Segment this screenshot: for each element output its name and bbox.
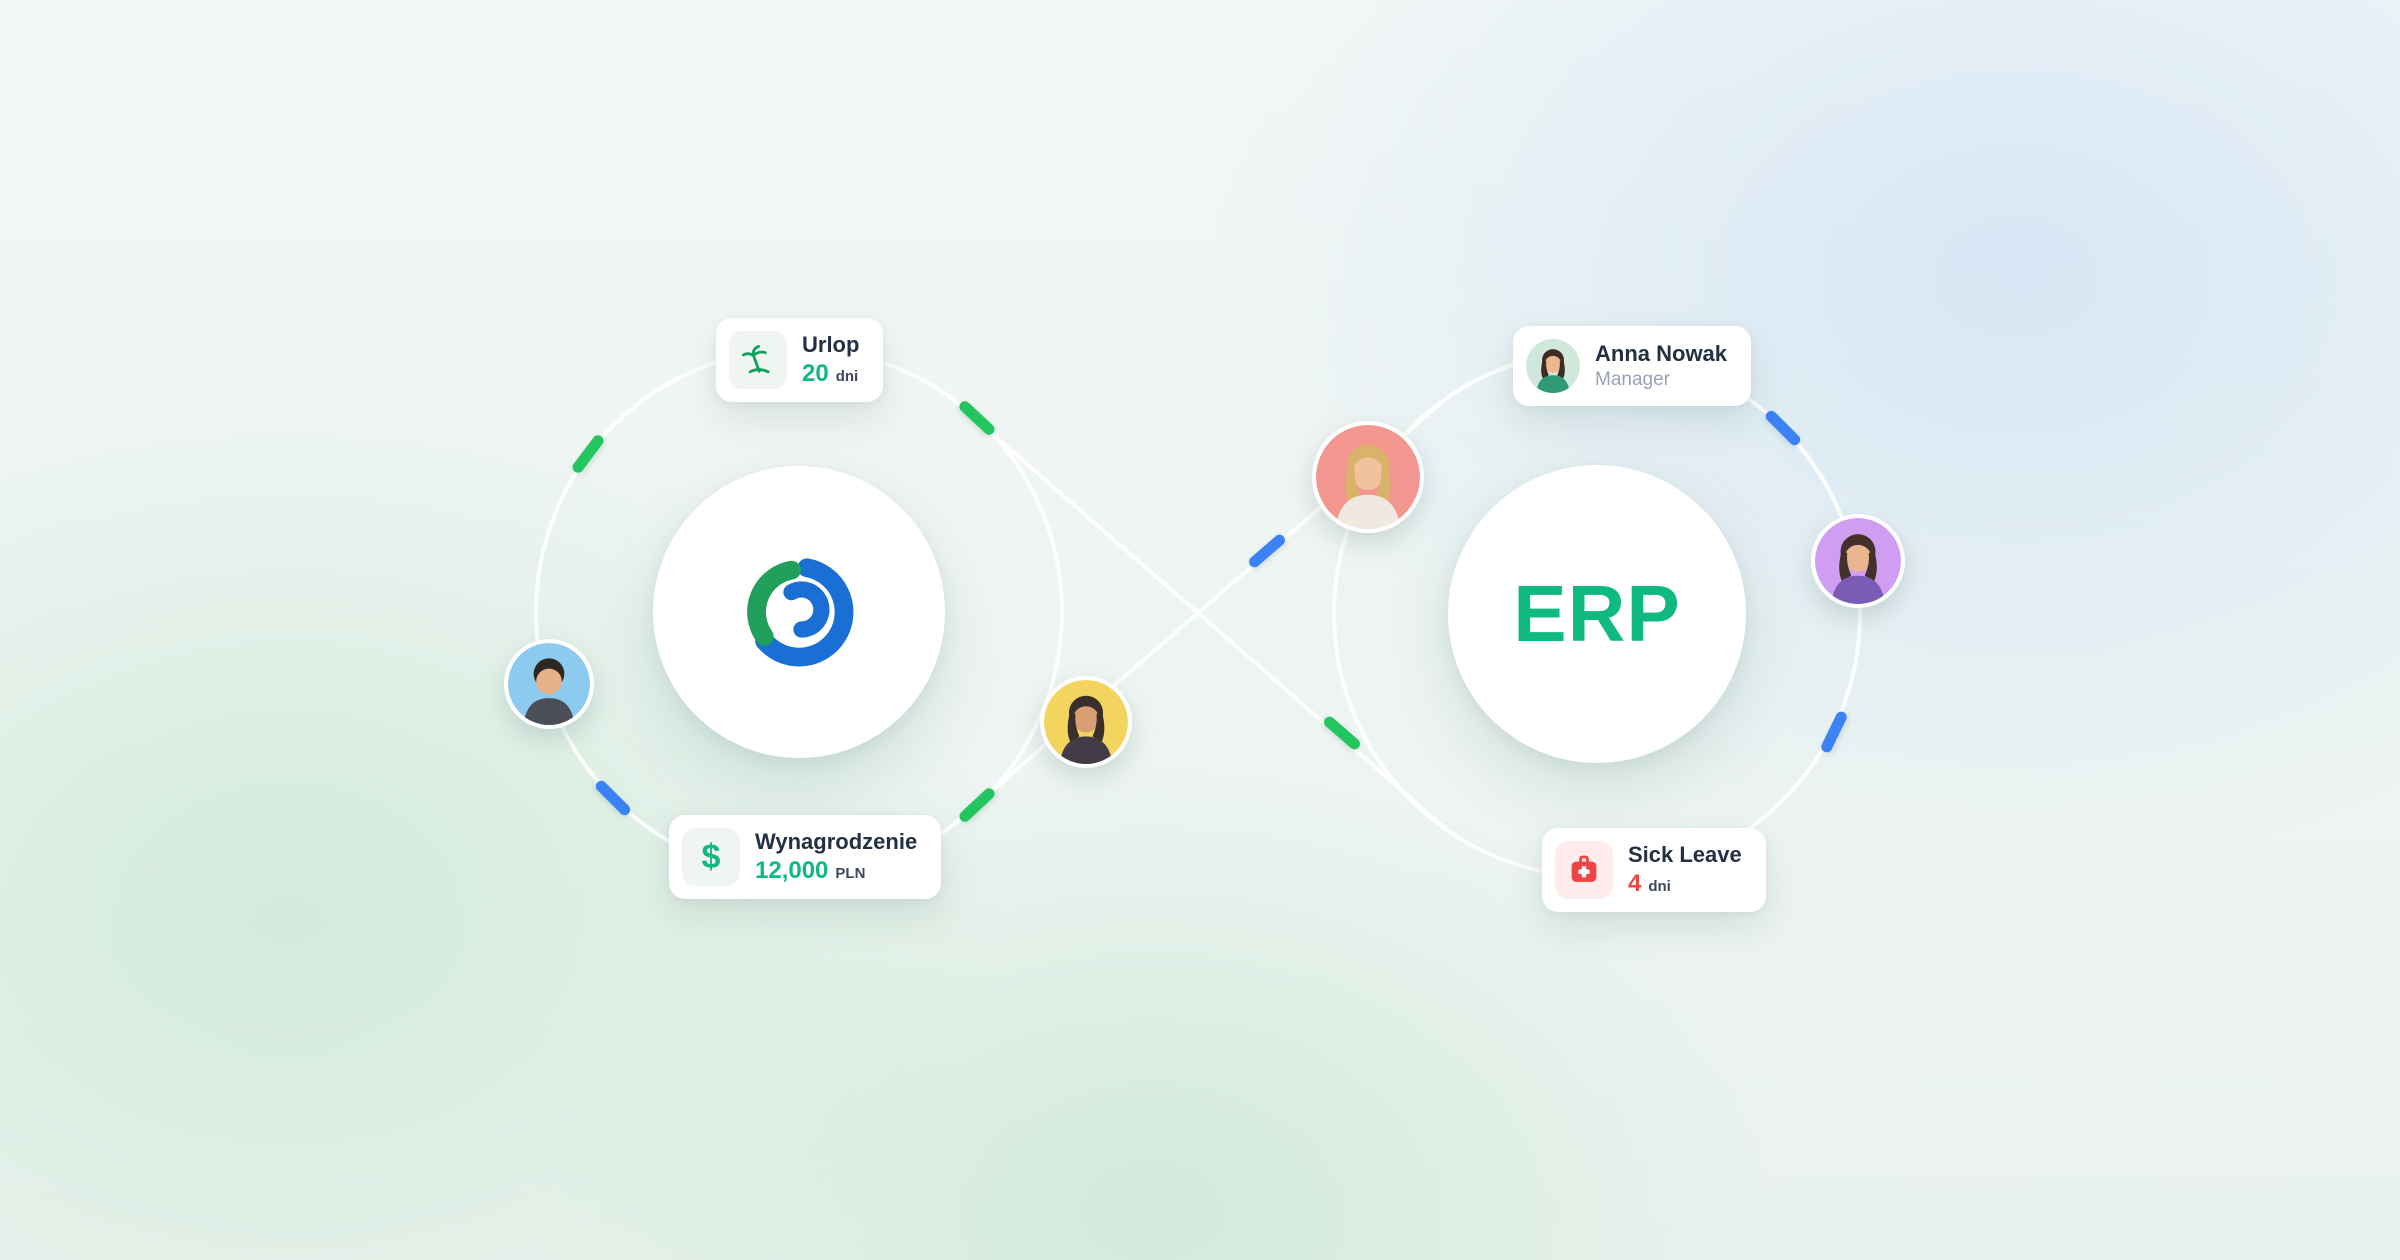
palm-tree-icon (741, 345, 770, 374)
erp-label: ERP (1513, 569, 1681, 658)
hr-system-node (653, 466, 945, 758)
salary-card: $ Wynagrodzenie 12,000 PLN (669, 815, 942, 899)
vacation-card: Urlop 20 dni (716, 318, 884, 402)
employee-avatar-top (1312, 421, 1424, 533)
vacation-unit: dni (835, 368, 859, 386)
erp-system-node: ERP (1448, 465, 1746, 763)
sick-leave-title: Sick Leave (1628, 842, 1742, 867)
flow-dash (570, 433, 606, 475)
flow-dash (593, 778, 633, 818)
sick-leave-unit: dni (1648, 878, 1671, 896)
flow-dash (957, 398, 997, 438)
vacation-title: Urlop (802, 332, 860, 357)
dollar-icon: $ (701, 837, 721, 876)
employee-avatar-right (1811, 514, 1905, 608)
sick-leave-value: 4 (1628, 870, 1642, 898)
flow-dash (957, 785, 997, 825)
swirl-logo-icon (747, 558, 854, 667)
manager-card: Anna Nowak Manager (1513, 326, 1752, 406)
first-aid-kit-icon (1571, 855, 1597, 882)
employee-avatar-middle (1040, 676, 1132, 768)
manager-avatar (1526, 339, 1580, 393)
flow-dash (1819, 709, 1849, 755)
vacation-icon-tile (729, 331, 787, 389)
manager-role: Manager (1595, 369, 1670, 390)
flow-dash (1763, 408, 1803, 448)
flow-dash (1246, 532, 1288, 570)
sick-leave-card: Sick Leave 4 dni (1542, 828, 1766, 912)
salary-unit: PLN (835, 865, 866, 883)
vacation-value: 20 (802, 360, 829, 388)
sick-leave-icon-tile (1555, 841, 1613, 899)
flow-dash (1321, 714, 1363, 752)
employee-avatar-left (504, 639, 594, 729)
manager-name: Anna Nowak (1595, 341, 1728, 366)
salary-title: Wynagrodzenie (755, 829, 918, 854)
salary-icon-tile: $ (682, 828, 740, 886)
salary-value: 12,000 (755, 857, 829, 885)
